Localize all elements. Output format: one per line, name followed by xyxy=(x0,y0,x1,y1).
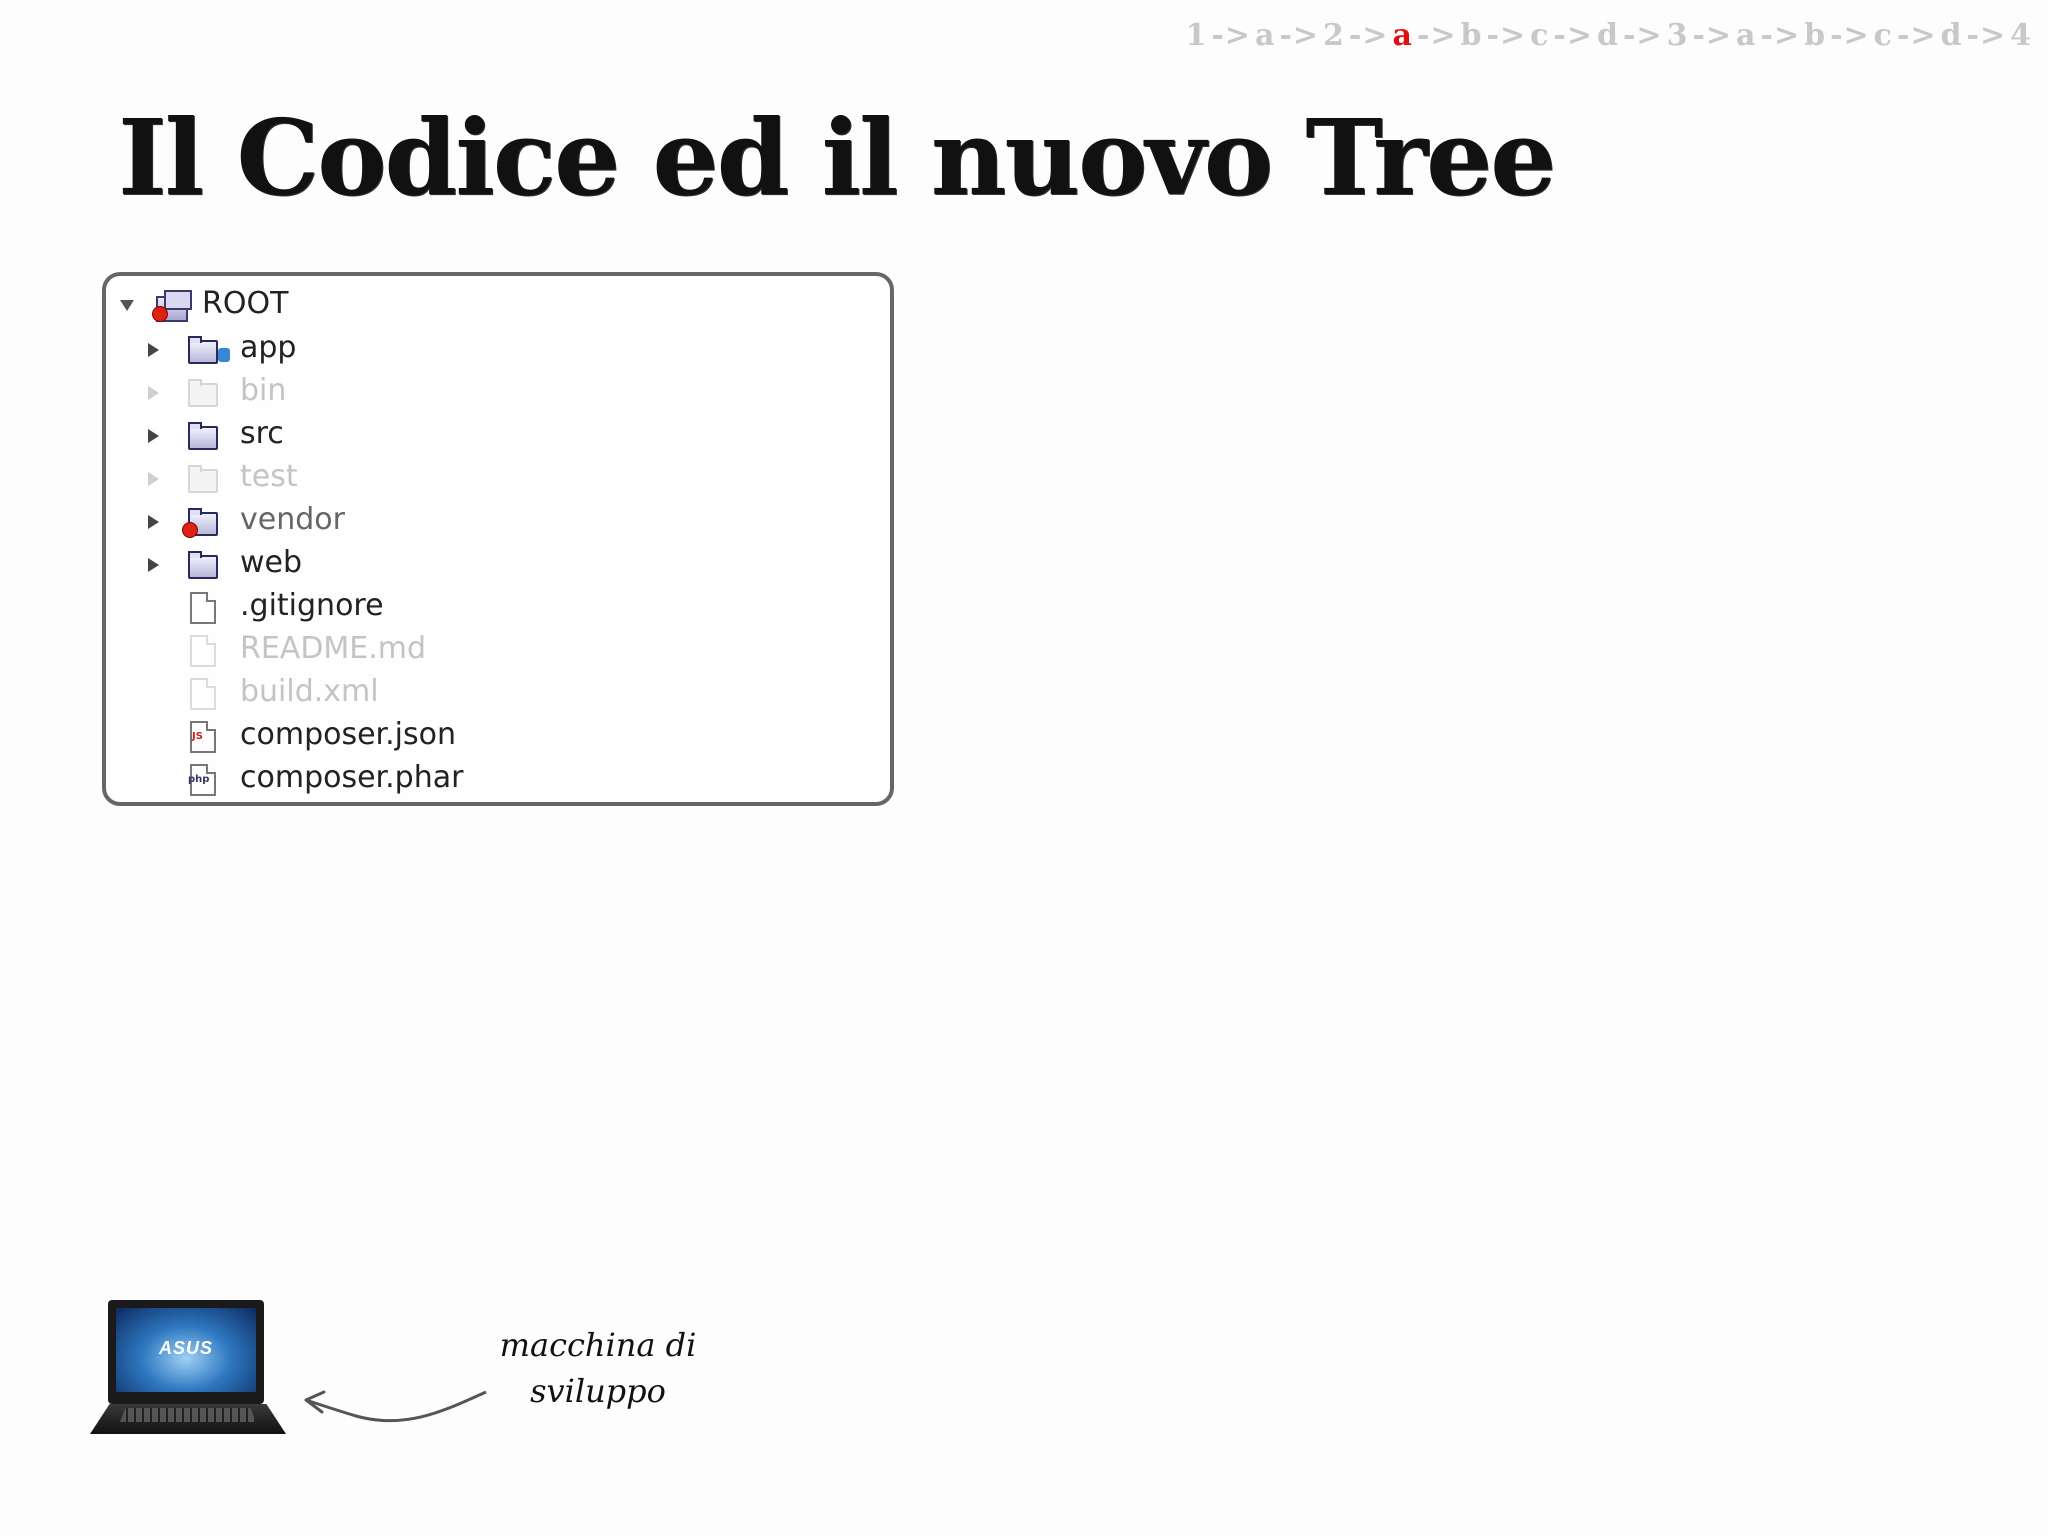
breadcrumb-separator: -> xyxy=(1211,18,1251,53)
expand-right-icon[interactable] xyxy=(148,515,159,529)
breadcrumb-step: a xyxy=(1254,18,1276,53)
breadcrumb-step: b xyxy=(1804,18,1827,53)
breadcrumb-step: d xyxy=(1597,18,1619,53)
expand-right-icon[interactable] xyxy=(148,343,159,357)
tree-item-label: composer.phar xyxy=(240,760,464,795)
folder-icon xyxy=(188,336,230,364)
breadcrumb-step: c xyxy=(1873,18,1893,53)
caption-line-1: macchina di xyxy=(499,1326,697,1364)
breadcrumb-step: 2 xyxy=(1323,18,1345,53)
tree-item-label: README.md xyxy=(240,631,427,666)
breadcrumb-separator: -> xyxy=(1760,18,1801,53)
tree-item-label: bin xyxy=(240,373,287,408)
file-icon: php xyxy=(188,764,216,796)
breadcrumb-separator: -> xyxy=(1416,18,1457,53)
laptop-caption: macchina di sviluppo xyxy=(488,1322,708,1414)
breadcrumb-separator: -> xyxy=(1896,18,1937,53)
breadcrumb-step: 3 xyxy=(1666,18,1689,53)
breadcrumb: 1->a->2->a->b->c->d->3->a->b->c->d->4 xyxy=(1186,18,2032,53)
project-icon xyxy=(152,290,192,322)
tree-item-label: composer.json xyxy=(240,717,457,752)
file-icon xyxy=(188,678,216,710)
breadcrumb-step: b xyxy=(1460,18,1483,53)
file-type-tag: JS xyxy=(192,731,203,742)
file-type-tag: php xyxy=(188,774,210,785)
tree-item-label: test xyxy=(240,459,298,494)
folder-icon xyxy=(188,422,218,450)
breadcrumb-step: 1 xyxy=(1185,18,1208,53)
file-icon xyxy=(188,592,216,624)
breadcrumb-separator: -> xyxy=(1279,18,1320,53)
curved-arrow-icon xyxy=(304,1390,487,1423)
breadcrumb-step: 4 xyxy=(2010,18,2032,53)
tree-item-label: build.xml xyxy=(240,674,379,709)
breadcrumb-step: a xyxy=(1736,18,1757,53)
breadcrumb-step: d xyxy=(1940,18,1963,53)
tree-item-label: vendor xyxy=(240,502,345,537)
page-title: Il Codice ed il nuovo Tree xyxy=(118,96,1556,219)
breadcrumb-separator: -> xyxy=(1830,18,1870,53)
folder-icon xyxy=(182,508,218,538)
expand-right-icon[interactable] xyxy=(148,472,159,486)
tree-item-label: .gitignore xyxy=(240,588,384,623)
tree-root-label: ROOT xyxy=(202,286,289,321)
expand-right-icon[interactable] xyxy=(148,386,159,400)
breadcrumb-separator: -> xyxy=(1622,18,1663,53)
file-icon: JS xyxy=(188,721,216,753)
folder-icon xyxy=(188,465,218,493)
expand-down-icon[interactable] xyxy=(120,300,134,311)
laptop-image: ASUS xyxy=(90,1300,290,1440)
breadcrumb-step: c xyxy=(1530,18,1550,53)
breadcrumb-step: a xyxy=(1392,18,1413,53)
tree-item-label: app xyxy=(240,330,297,365)
tree-item-label: src xyxy=(240,416,284,451)
breadcrumb-separator: -> xyxy=(1348,18,1389,53)
breadcrumb-separator: -> xyxy=(1966,18,2007,53)
breadcrumb-separator: -> xyxy=(1553,18,1593,53)
caption-line-2: sviluppo xyxy=(530,1372,666,1410)
breadcrumb-separator: -> xyxy=(1692,18,1733,53)
folder-icon xyxy=(188,551,218,579)
breadcrumb-separator: -> xyxy=(1486,18,1527,53)
expand-right-icon[interactable] xyxy=(148,558,159,572)
folder-icon xyxy=(188,379,218,407)
file-icon xyxy=(188,635,216,667)
expand-right-icon[interactable] xyxy=(148,429,159,443)
laptop-brand-logo: ASUS xyxy=(158,1338,213,1358)
tree-item-label: web xyxy=(240,545,303,580)
